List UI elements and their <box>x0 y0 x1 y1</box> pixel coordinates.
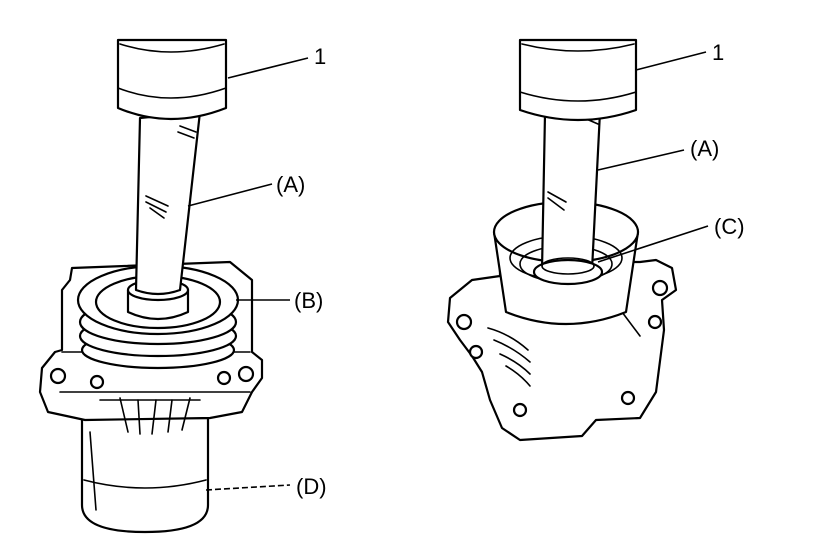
support-cylinder-d <box>80 416 210 534</box>
leader-d <box>205 484 291 491</box>
leader-tool-right <box>635 51 707 71</box>
seal-rings-b <box>76 264 240 370</box>
label-d: (D) <box>296 474 327 499</box>
label-b: (B) <box>294 288 323 313</box>
driver-tool-right <box>518 38 638 122</box>
label-tool-right: 1 <box>712 40 724 65</box>
leader-a-left <box>187 183 273 207</box>
leader-tool-left <box>227 57 309 79</box>
leader-a-right <box>597 149 685 171</box>
label-c: (C) <box>714 214 745 239</box>
label-a-left: (A) <box>276 172 305 197</box>
shaft-a-left <box>134 110 202 296</box>
right-assembly: 1 (A) (C) <box>446 38 745 442</box>
left-assembly: 1 (A) (B) (D) <box>38 38 327 534</box>
bearing-c <box>532 257 604 286</box>
driver-tool-left <box>116 38 228 121</box>
shaft-a-right <box>540 110 602 277</box>
label-tool-left: 1 <box>314 44 326 69</box>
label-a-right: (A) <box>690 136 719 161</box>
leader-c <box>597 225 709 263</box>
